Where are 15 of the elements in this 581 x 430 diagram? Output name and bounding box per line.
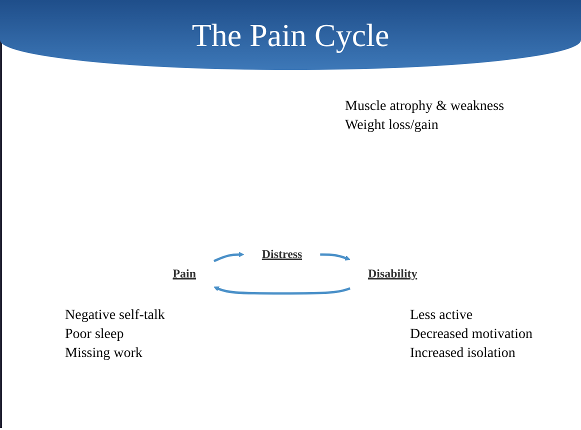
note-text: Poor sleep [65, 326, 125, 344]
title-banner: The Pain Cycle [0, 0, 581, 70]
arrow [214, 252, 244, 262]
note-text: Weight loss/gain [345, 117, 440, 135]
note-text: Less active [410, 307, 474, 325]
note-text: Negative self-talk [65, 307, 165, 325]
note-text: Muscle atrophy & weakness [345, 98, 504, 116]
node-text: Disability [368, 267, 418, 281]
note-text: Increased isolation [410, 345, 516, 363]
arrow [214, 286, 350, 295]
note-text: Decreased motivation [410, 326, 532, 344]
arrow [320, 253, 350, 261]
node-text: Pain [172, 267, 196, 281]
note-text: Missing work [65, 345, 144, 363]
node-text: Distress [262, 248, 302, 262]
